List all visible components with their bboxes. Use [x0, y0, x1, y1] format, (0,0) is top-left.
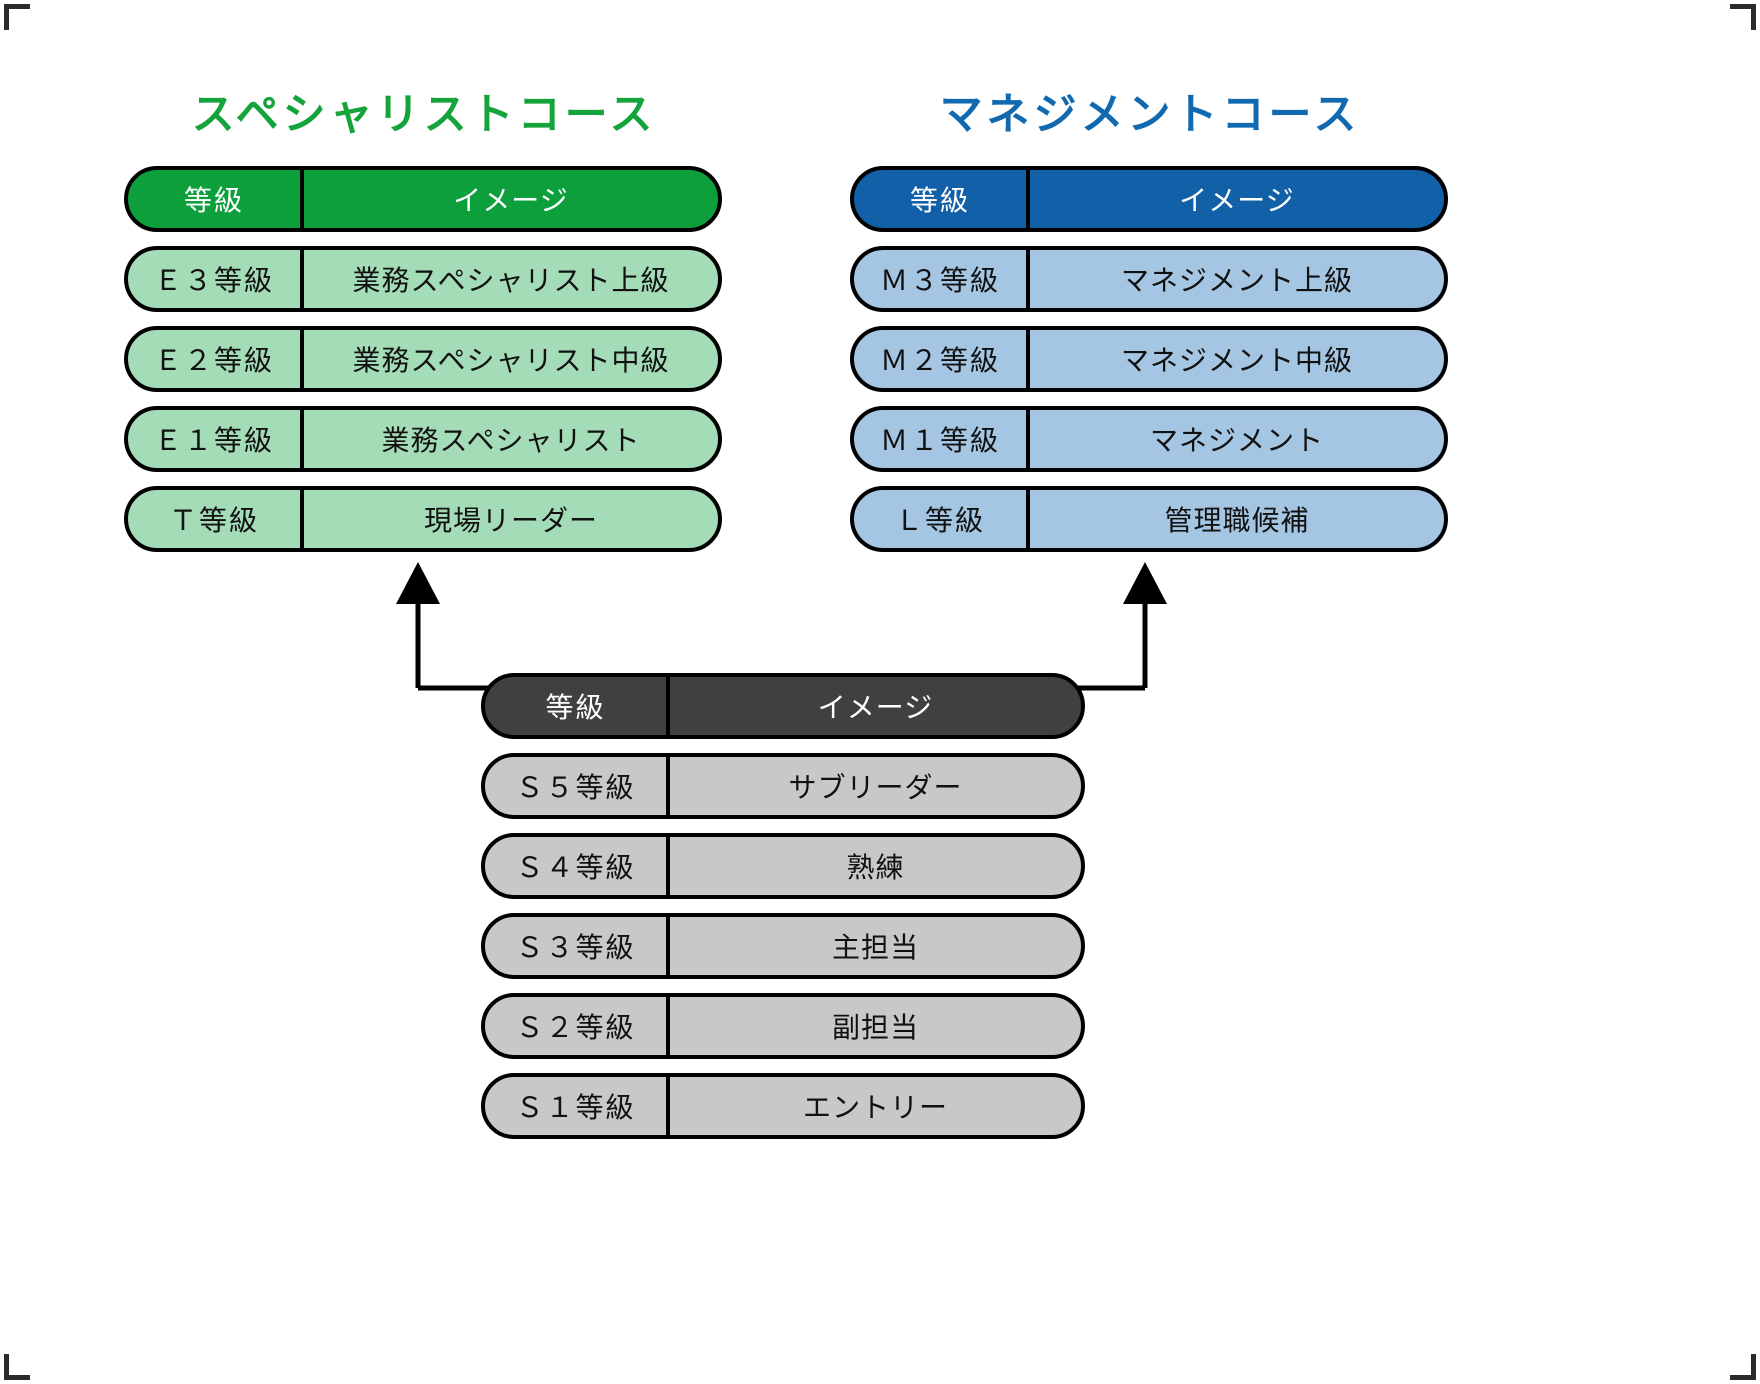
- header-grade-label: 等級: [485, 677, 670, 735]
- row-image: サブリーダー: [788, 771, 963, 804]
- row-grade: Ｌ等級: [854, 490, 1030, 548]
- row-image: マネジメント上級: [1120, 264, 1353, 297]
- table-row[interactable]: Ｍ２等級 マネジメント中級: [850, 326, 1448, 392]
- table-row[interactable]: Ｓ３等級 主担当: [481, 913, 1085, 979]
- table-header-row: 等級 イメージ: [481, 673, 1085, 739]
- arrowhead-to-management-icon: [1123, 562, 1167, 604]
- table-row[interactable]: Ｓ１等級 エントリー: [481, 1073, 1085, 1139]
- table-header-row: 等級 イメージ: [850, 166, 1448, 232]
- table-row[interactable]: Ｓ４等級 熟練: [481, 833, 1085, 899]
- row-image: エントリー: [802, 1091, 948, 1124]
- table-row[interactable]: Ｓ５等級 サブリーダー: [481, 753, 1085, 819]
- header-image-label: イメージ: [1179, 184, 1295, 217]
- row-image: 熟練: [846, 851, 905, 884]
- table-row[interactable]: Ｅ１等級 業務スペシャリスト: [124, 406, 722, 472]
- row-grade: Ｓ１等級: [485, 1077, 670, 1135]
- table-header-row: 等級 イメージ: [124, 166, 722, 232]
- table-row[interactable]: Ｓ２等級 副担当: [481, 993, 1085, 1059]
- specialist-grade-table: 等級 イメージ Ｅ３等級 業務スペシャリスト上級 Ｅ２等級 業務スペシャリスト中…: [124, 166, 722, 566]
- table-row[interactable]: Ｅ３等級 業務スペシャリスト上級: [124, 246, 722, 312]
- row-grade: Ｓ４等級: [485, 837, 670, 895]
- frame-corner-bottom-left: [4, 1354, 30, 1380]
- management-grade-table: 等級 イメージ Ｍ３等級 マネジメント上級 Ｍ２等級 マネジメント中級 Ｍ１等級…: [850, 166, 1448, 566]
- row-image: 主担当: [831, 931, 919, 964]
- row-image: 副担当: [831, 1011, 919, 1044]
- row-grade: Ｍ２等級: [854, 330, 1030, 388]
- row-grade: Ｍ３等級: [854, 250, 1030, 308]
- header-image-label: イメージ: [453, 184, 569, 217]
- row-image: マネジメント中級: [1120, 344, 1353, 377]
- table-row[interactable]: Ｍ１等級 マネジメント: [850, 406, 1448, 472]
- row-grade: Ｅ３等級: [128, 250, 304, 308]
- frame-corner-bottom-right: [1730, 1354, 1756, 1380]
- specialist-course-title: スペシャリストコース: [191, 90, 657, 140]
- row-grade: Ｔ等級: [128, 490, 304, 548]
- row-image: 管理職候補: [1164, 504, 1310, 537]
- row-image: マネジメント: [1149, 424, 1324, 457]
- table-row[interactable]: Ｍ３等級 マネジメント上級: [850, 246, 1448, 312]
- row-image: 業務スペシャリスト中級: [352, 344, 670, 377]
- row-image: 現場リーダー: [423, 504, 598, 537]
- table-row[interactable]: Ｅ２等級 業務スペシャリスト中級: [124, 326, 722, 392]
- frame-corner-top-left: [4, 4, 30, 30]
- row-grade: Ｅ１等級: [128, 410, 304, 468]
- row-grade: Ｓ５等級: [485, 757, 670, 815]
- management-course-title: マネジメントコース: [939, 90, 1361, 140]
- header-grade-label: 等級: [128, 170, 304, 228]
- header-image-label: イメージ: [817, 691, 934, 724]
- row-grade: Ｓ３等級: [485, 917, 670, 975]
- row-grade: Ｍ１等級: [854, 410, 1030, 468]
- arrowhead-to-specialist-icon: [396, 562, 440, 604]
- base-grade-table: 等級 イメージ Ｓ５等級 サブリーダー Ｓ４等級 熟練 Ｓ３等級 主担当 Ｓ２等…: [481, 673, 1085, 1153]
- row-grade: Ｓ２等級: [485, 997, 670, 1055]
- table-row[interactable]: Ｔ等級 現場リーダー: [124, 486, 722, 552]
- frame-corner-top-right: [1730, 4, 1756, 30]
- row-image: 業務スペシャリスト上級: [352, 264, 670, 297]
- row-grade: Ｅ２等級: [128, 330, 304, 388]
- header-grade-label: 等級: [854, 170, 1030, 228]
- row-image: 業務スペシャリスト: [381, 424, 641, 457]
- table-row[interactable]: Ｌ等級 管理職候補: [850, 486, 1448, 552]
